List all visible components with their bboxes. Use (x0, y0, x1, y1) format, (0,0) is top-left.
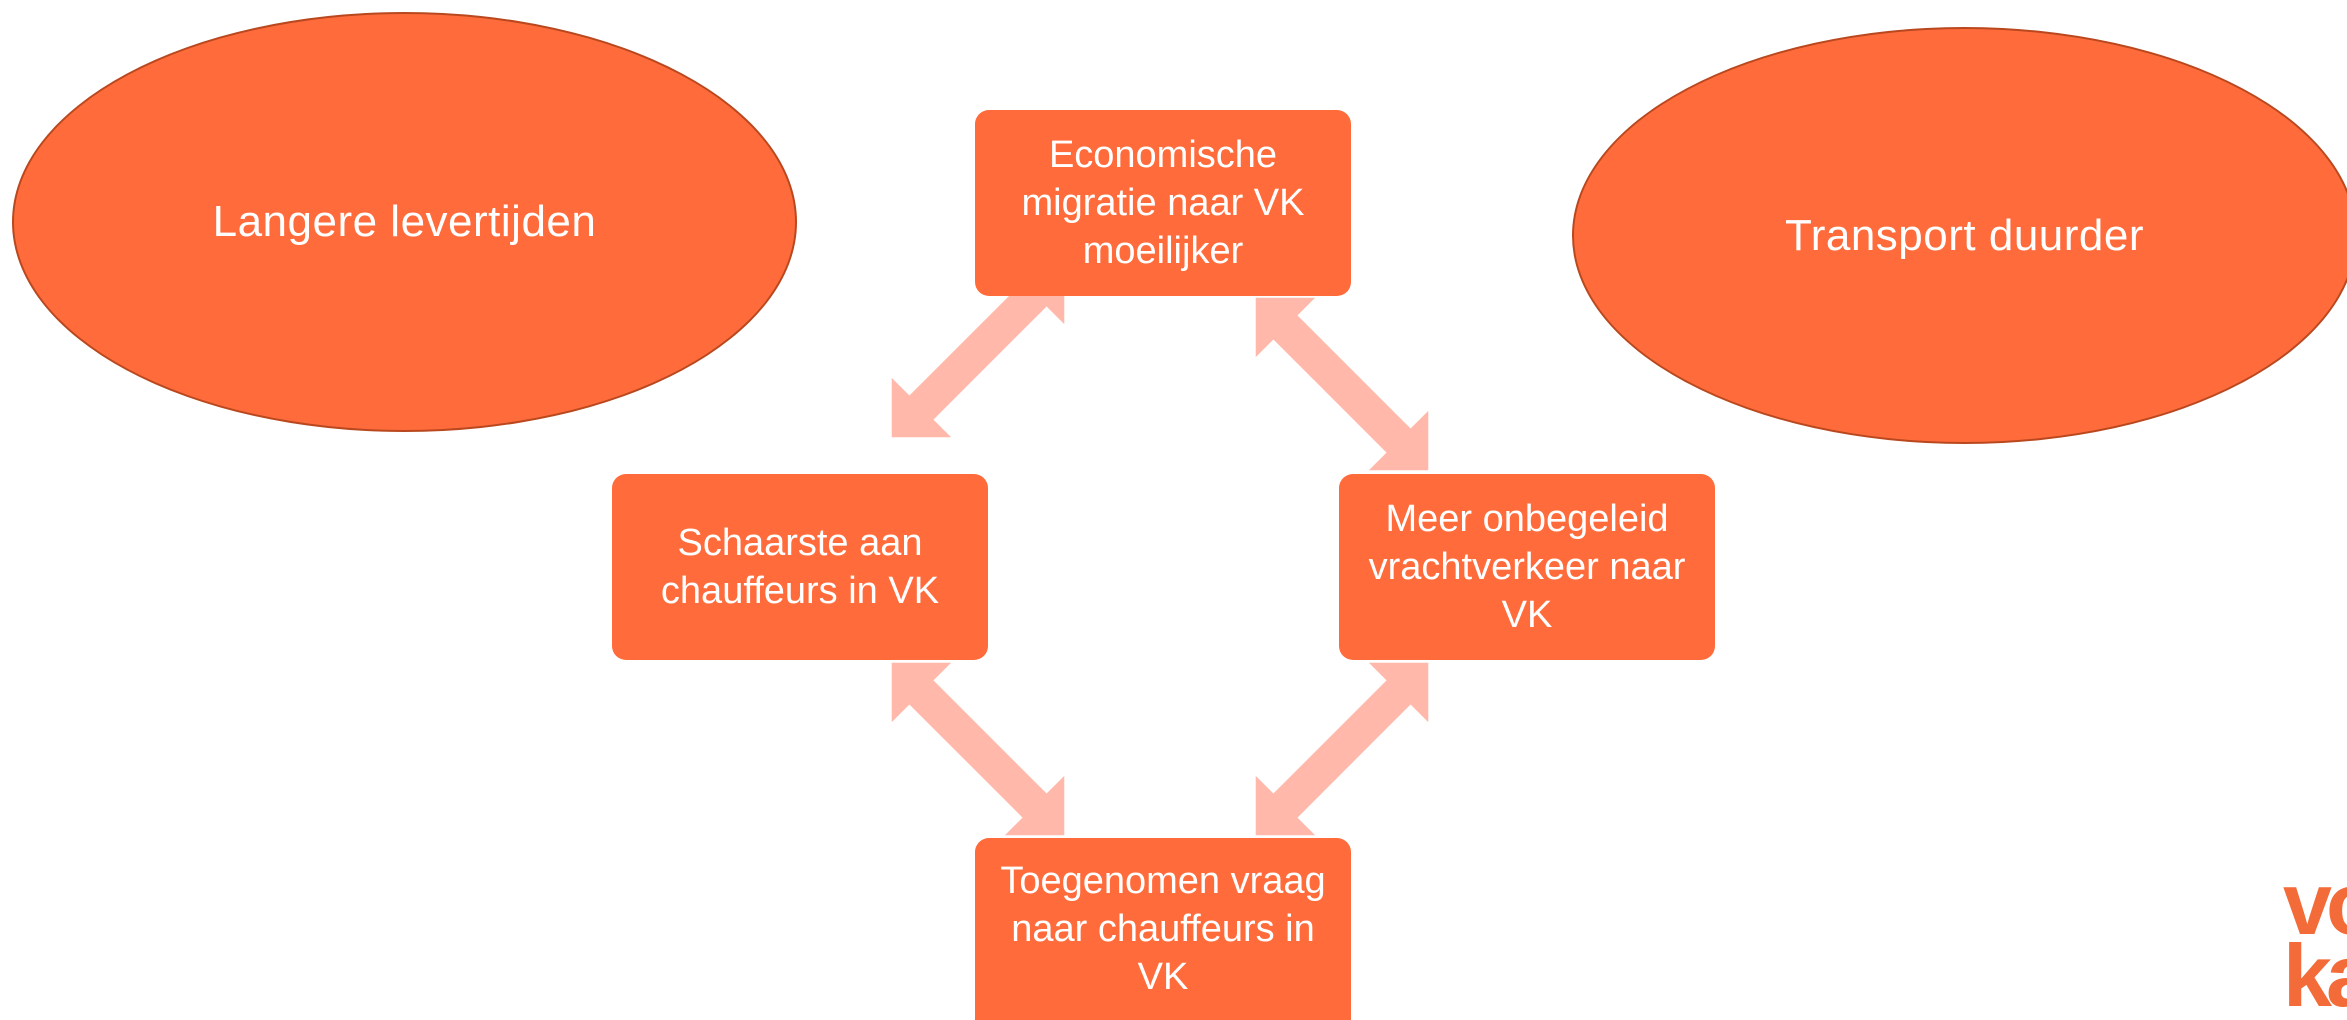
ellipse-left-label: Langere levertijden (212, 197, 597, 246)
logo-line-2: ka (2283, 926, 2347, 1020)
box-top: Economische migratie naar VK moeilijker (975, 110, 1351, 296)
box-bottom: Toegenomen vraag naar chauffeurs in VK (975, 838, 1351, 1020)
arrow-top-left (891, 264, 1065, 438)
arrow-top-right (1255, 297, 1429, 471)
logo-line-1: vo (2283, 866, 2347, 953)
arrow-bottom-right (1255, 662, 1429, 836)
box-right: Meer onbegeleid vrachtverkeer naar VK (1339, 474, 1715, 660)
ellipse-right: Transport duurder (1572, 27, 2347, 444)
box-bottom-label: Toegenomen vraag naar chauffeurs in VK (1000, 860, 1326, 998)
box-top-label: Economische migratie naar VK moeilijker (1021, 134, 1305, 272)
ellipse-right-label: Transport duurder (1784, 210, 2145, 260)
arrow-bottom-left (891, 662, 1065, 836)
box-right-label: Meer onbegeleid vrachtverkeer naar VK (1368, 498, 1686, 636)
ellipse-left: Langere levertijden (12, 12, 797, 432)
box-left: Schaarste aan chauffeurs in VK (612, 474, 988, 660)
box-left-label: Schaarste aan chauffeurs in VK (660, 522, 940, 612)
voka-logo: vo ka (2283, 866, 2347, 1020)
